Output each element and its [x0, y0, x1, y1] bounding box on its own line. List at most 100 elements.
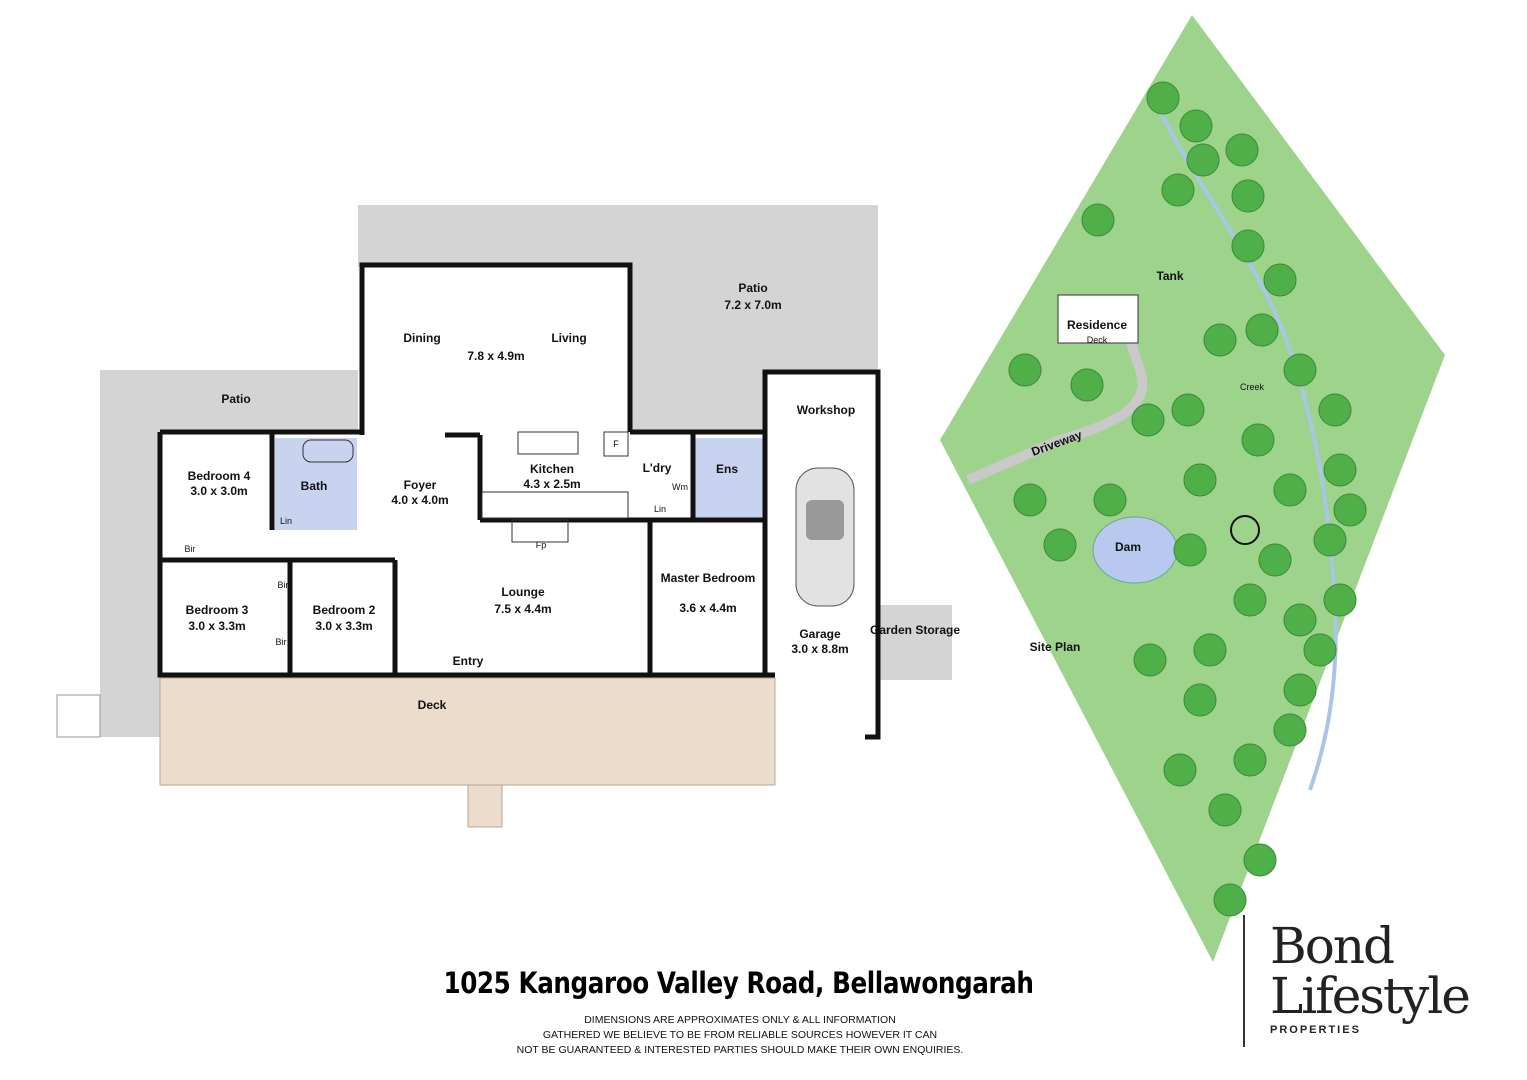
site-plan: Residence Tank Deck Creek Driveway Dam S…: [940, 15, 1445, 962]
tree: [1133, 643, 1167, 677]
brand-line3: PROPERTIES: [1270, 1024, 1361, 1036]
tree: [1008, 353, 1042, 387]
fireplace: [511, 519, 569, 543]
tree: [1013, 483, 1047, 517]
room-patio-dims: 7.2 x 7.0m: [724, 298, 781, 312]
room-dining: Dining: [403, 331, 440, 345]
room-foyer-dims: 4.0 x 4.0m: [391, 493, 448, 507]
room-bedroom2: Bedroom 2: [313, 603, 376, 617]
tree: [1231, 179, 1265, 213]
tree: [1303, 633, 1337, 667]
tree: [1283, 353, 1317, 387]
room-master-bedroom-dims: 3.6 x 4.4m: [679, 601, 736, 615]
tree: [1233, 583, 1267, 617]
tree: [1183, 463, 1217, 497]
tree: [1258, 543, 1292, 577]
tree: [1333, 493, 1367, 527]
room-bedroom2-dims: 3.0 x 3.3m: [315, 619, 372, 633]
room-living-dims: 7.8 x 4.9m: [467, 349, 524, 363]
room-workshop: Workshop: [797, 403, 855, 417]
disclaimer: DIMENSIONS ARE APPROXIMATES ONLY & ALL I…: [440, 1013, 1040, 1058]
car-icon: [795, 467, 855, 607]
tree: [1233, 743, 1267, 777]
tree: [1043, 528, 1077, 562]
driveway: [966, 338, 1148, 485]
site-creek: Creek: [1240, 382, 1265, 392]
deck: [56, 677, 776, 828]
tree: [1146, 81, 1180, 115]
tree: [1313, 523, 1347, 557]
north-compass-icon: [1230, 515, 1260, 545]
tree: [1323, 453, 1357, 487]
tree: [1318, 393, 1352, 427]
room-patio-west: Patio: [221, 392, 250, 406]
label-bir: Bir: [185, 544, 196, 554]
label-bir: Bir: [276, 637, 287, 647]
site-residence: Residence: [1067, 318, 1127, 332]
tree: [1273, 713, 1307, 747]
tree: [1183, 683, 1217, 717]
room-bedroom3: Bedroom 3: [186, 603, 249, 617]
tree: [1231, 229, 1265, 263]
room-foyer: Foyer: [404, 478, 437, 492]
label-lin: Lin: [654, 504, 666, 514]
room-kitchen: Kitchen: [530, 462, 574, 476]
room-patio: Patio: [738, 281, 767, 295]
label-wm: Wm: [672, 482, 688, 492]
room-deck: Deck: [418, 698, 447, 712]
kitchen-island: [517, 431, 579, 455]
tree: [1163, 753, 1197, 787]
tree: [1171, 393, 1205, 427]
residence: [1057, 294, 1139, 344]
tree: [1273, 473, 1307, 507]
room-garage-dims: 3.0 x 8.8m: [791, 642, 848, 656]
walls: [157, 262, 881, 740]
room-master-bedroom: Master Bedroom: [661, 571, 756, 585]
tree: [1070, 368, 1104, 402]
garden-storage: [878, 605, 952, 680]
tree: [1186, 143, 1220, 177]
room-bedroom4: Bedroom 4: [188, 469, 251, 483]
brand-logo: Bond Lifestyle PROPERTIES: [1270, 917, 1471, 1036]
room-entry: Entry: [453, 654, 484, 668]
label-fireplace: Fp: [536, 540, 547, 550]
room-labels: Dining Living 7.8 x 4.9m Patio 7.2 x 7.0…: [185, 281, 961, 712]
tree: [1241, 423, 1275, 457]
room-lounge: Lounge: [501, 585, 545, 599]
label-bir: Bir: [278, 580, 289, 590]
room-laundry: L'dry: [643, 461, 672, 475]
site-plan-label: Site Plan: [1030, 640, 1081, 654]
tree: [1243, 843, 1277, 877]
brand-line1: Bond: [1270, 917, 1395, 975]
room-garage: Garage: [799, 627, 841, 641]
label-fridge: F: [613, 439, 619, 449]
trees: [1008, 81, 1367, 917]
tree: [1161, 173, 1195, 207]
room-bedroom4-dims: 3.0 x 3.0m: [190, 484, 247, 498]
tree: [1081, 203, 1115, 237]
site-tank: Tank: [1156, 269, 1183, 283]
patios: [100, 205, 952, 737]
disclaimer-line: DIMENSIONS ARE APPROXIMATES ONLY & ALL I…: [584, 1014, 896, 1026]
tree: [1131, 403, 1165, 437]
room-ensuite: Ens: [716, 462, 738, 476]
tree: [1245, 313, 1279, 347]
deck-stairs: [467, 784, 503, 828]
tree: [1193, 633, 1227, 667]
room-bedroom3-dims: 3.0 x 3.3m: [188, 619, 245, 633]
creek: [1148, 89, 1338, 791]
tree: [1323, 583, 1357, 617]
tree: [1179, 109, 1213, 143]
side-stairs: [56, 694, 101, 738]
tree: [1283, 603, 1317, 637]
tree: [1208, 793, 1242, 827]
tree: [1263, 263, 1297, 297]
bathtub: [302, 439, 354, 463]
bath-tiles: [275, 438, 357, 530]
disclaimer-line: NOT BE GUARANTEED & INTERESTED PARTIES S…: [516, 1044, 964, 1056]
tree: [1093, 483, 1127, 517]
tree: [1283, 673, 1317, 707]
brand-divider: [1243, 915, 1245, 1047]
room-kitchen-dims: 4.3 x 2.5m: [523, 477, 580, 491]
disclaimer-line: GATHERED WE BELIEVE TO BE FROM RELIABLE …: [542, 1029, 938, 1041]
